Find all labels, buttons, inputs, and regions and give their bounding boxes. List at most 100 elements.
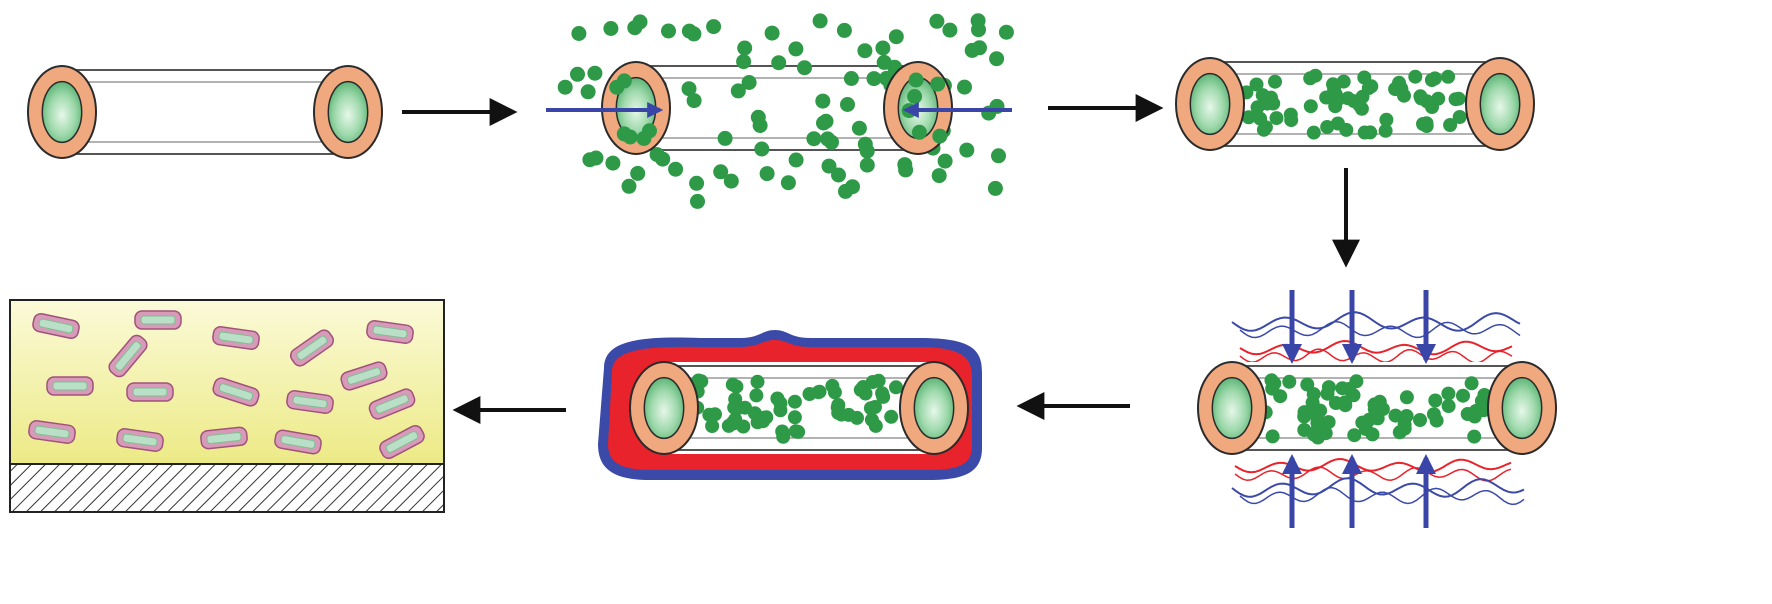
loaded-particle	[1268, 74, 1282, 89]
loaded-particle	[1378, 123, 1393, 138]
polyanion-chain-top	[1239, 348, 1513, 364]
nanotube-core	[375, 394, 409, 414]
embedded-nanotube	[28, 420, 76, 444]
loaded-particle	[825, 378, 840, 393]
nanotube-core	[292, 395, 328, 409]
loaded-particle	[588, 150, 604, 166]
loaded-particle	[1303, 99, 1318, 114]
loaded-particle	[1338, 398, 1353, 413]
loaded-particle	[616, 126, 632, 142]
loaded-particle	[787, 394, 802, 409]
loaded-particle	[1282, 374, 1297, 389]
loaded-particle	[1249, 77, 1264, 92]
loaded-particle	[686, 93, 702, 109]
nanotube-core	[52, 381, 88, 391]
loaded-particle	[1408, 69, 1423, 84]
loaded-nanotube	[1175, 57, 1535, 151]
loaded-particle	[1306, 427, 1321, 442]
loaded-particle	[859, 157, 875, 173]
loaded-particle	[603, 21, 619, 36]
loaded-particle	[702, 407, 717, 422]
loaded-particle	[991, 148, 1006, 164]
loaded-particle	[1258, 120, 1273, 135]
nanotube-core	[280, 435, 316, 449]
loaded-particle	[705, 419, 720, 433]
loaded-particle	[840, 97, 855, 112]
loaded-particle	[843, 71, 859, 86]
loading-under-vacuum	[546, 13, 1014, 209]
loaded-particle	[1464, 376, 1479, 391]
loaded-particle	[857, 136, 873, 152]
polycation-chain-top	[1239, 320, 1521, 339]
loaded-particle	[865, 375, 880, 389]
loaded-particle	[875, 40, 891, 56]
loaded-particle	[642, 123, 657, 139]
loaded-particle	[1452, 110, 1467, 124]
loaded-particle	[717, 130, 733, 146]
nanotube-core	[372, 325, 408, 339]
loaded-particle	[661, 23, 676, 39]
left-end-lumen	[1189, 72, 1231, 136]
nanotube-core	[385, 431, 419, 453]
loaded-particle	[1336, 74, 1351, 89]
loaded-particle	[1399, 390, 1414, 405]
coated-nanotube	[598, 330, 982, 480]
embedded-nanotube	[289, 329, 335, 367]
loaded-particle	[907, 89, 923, 104]
nanotube-core	[122, 433, 158, 447]
loaded-particle	[1441, 69, 1456, 84]
embedded-nanotube	[212, 377, 260, 407]
loaded-particle	[580, 84, 596, 100]
loaded-particle	[788, 424, 803, 439]
embedded-nanotube	[379, 424, 425, 460]
loaded-particle	[776, 429, 791, 444]
tube-body	[62, 68, 348, 156]
loaded-particle	[730, 83, 746, 99]
loaded-particle	[942, 22, 958, 38]
loaded-particle	[964, 42, 980, 58]
nanotube-core	[218, 331, 254, 345]
loaded-particle	[609, 79, 625, 95]
loaded-particle	[1284, 113, 1299, 128]
polycation-chain-bottom	[1239, 486, 1525, 506]
loaded-particle	[690, 193, 705, 209]
loaded-particle	[876, 54, 892, 70]
loaded-particle	[812, 13, 828, 29]
loaded-particle	[937, 153, 953, 169]
loaded-particle	[1419, 119, 1434, 133]
nanotube-core	[38, 318, 74, 334]
embedded-nanotube	[366, 320, 414, 344]
embedded-nanotube	[340, 361, 388, 391]
left-end-lumen	[41, 80, 83, 144]
loaded-particle	[931, 168, 947, 184]
loaded-particle	[1392, 425, 1407, 440]
loaded-particle	[971, 22, 986, 38]
loaded-particle	[1441, 399, 1456, 413]
loaded-particle	[841, 407, 856, 422]
polycation-chain-bottom	[1231, 477, 1525, 498]
loaded-particle	[689, 175, 705, 191]
loaded-particle	[1269, 111, 1284, 126]
loaded-particle	[787, 410, 802, 425]
embedded-nanotube	[212, 326, 260, 350]
loaded-particle	[1379, 112, 1394, 127]
loaded-particle	[1443, 118, 1458, 132]
loaded-particle	[780, 175, 796, 191]
nanotube-core	[140, 315, 176, 325]
loaded-particle	[875, 386, 890, 401]
loaded-particle	[1320, 120, 1335, 134]
loaded-particle	[788, 41, 804, 57]
loaded-particle	[771, 55, 787, 71]
loaded-particle	[815, 93, 831, 109]
loaded-particle	[1365, 427, 1380, 442]
loaded-particle	[811, 385, 826, 400]
loaded-particle	[898, 162, 914, 178]
loaded-particle	[1425, 100, 1439, 114]
nanotube-core	[206, 432, 242, 444]
loaded-particle	[858, 386, 873, 401]
loaded-particle	[888, 29, 904, 45]
loaded-particle	[884, 409, 899, 424]
loaded-particle	[764, 25, 780, 41]
nanotube-core	[346, 367, 382, 385]
